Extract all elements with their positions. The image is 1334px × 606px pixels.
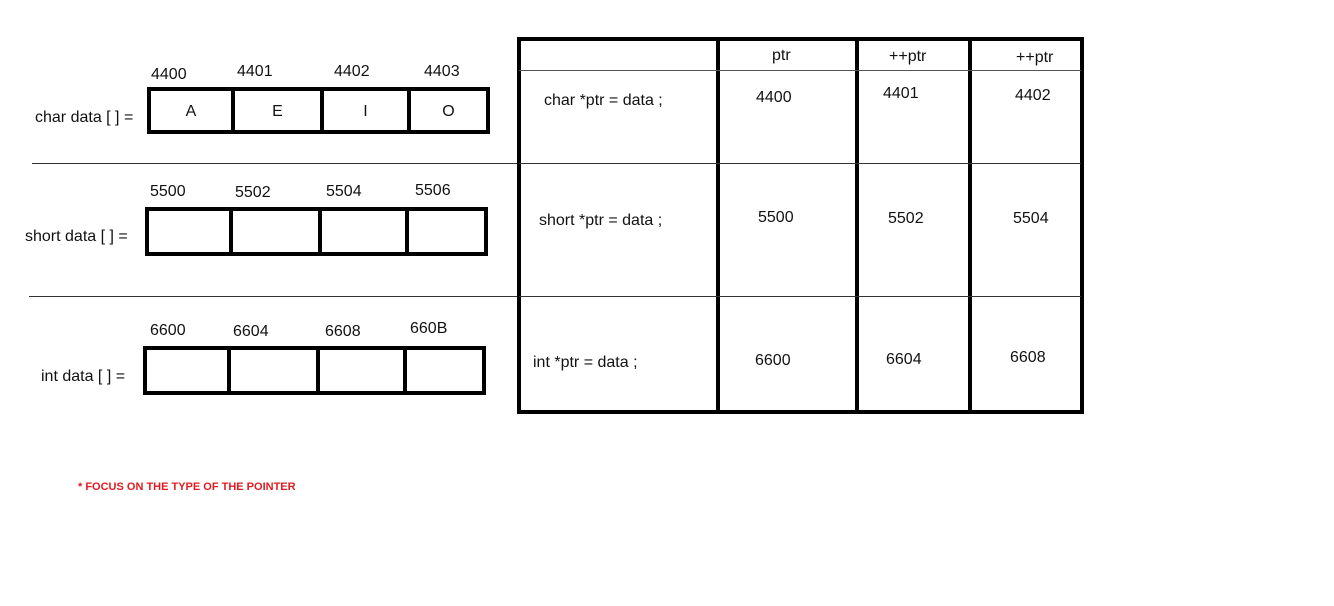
table-row-divider [519,163,1081,164]
array-cell: O [442,103,455,120]
array-cell: I [324,91,411,130]
array-cell: E [235,91,324,130]
address-label: 4401 [237,63,273,80]
table-column-divider [855,37,859,414]
row-divider [29,296,520,297]
char-array-cells: A E I O [147,87,490,134]
char-array-label: char data [ ] = [35,109,134,126]
pointer-value: 6600 [755,352,791,369]
pointer-value: 5504 [1013,210,1049,227]
pointer-value: 5502 [888,210,924,227]
table-header-increment: ++ptr [1016,49,1054,66]
pointer-declaration: short *ptr = data ; [539,212,663,229]
pointer-value: 4400 [756,89,792,106]
array-cell [407,350,482,391]
table-header-increment: ++ptr [889,48,927,65]
array-cell [147,350,231,391]
focus-note: * FOCUS ON THE TYPE OF THE POINTER [78,481,296,493]
int-array-cells [143,346,486,395]
array-cell [322,211,409,252]
pointer-value: 6608 [1010,349,1046,366]
table-row-divider [519,296,1081,297]
table-column-divider [716,37,720,414]
pointer-value: 4401 [883,85,919,102]
table-column-divider [968,37,972,414]
short-array-label: short data [ ] = [25,228,128,245]
address-label: 4402 [334,63,370,80]
address-label: 660B [410,320,448,337]
table-header-ptr: ptr [772,47,791,64]
address-label: 5504 [326,183,362,200]
short-array-cells [145,207,488,256]
address-label: 4403 [424,63,460,80]
array-cell [320,350,407,391]
pointer-value: 5500 [758,209,794,226]
pointer-declaration: int *ptr = data ; [533,354,638,371]
row-divider [32,163,520,164]
array-cell: A [151,91,235,130]
array-cell [149,211,233,252]
int-array-label: int data [ ] = [41,368,126,385]
table-header-divider [519,70,1081,71]
array-cell [233,211,322,252]
pointer-declaration: char *ptr = data ; [544,92,663,109]
address-label: 5506 [415,182,451,199]
address-label: 6604 [233,323,269,340]
array-cell [231,350,320,391]
address-label: 6608 [325,323,361,340]
address-label: 6600 [150,322,186,339]
address-label: 5502 [235,184,271,201]
pointer-table [517,37,1084,414]
address-label: 4400 [151,66,187,83]
address-label: 5500 [150,183,186,200]
array-cell [409,211,484,252]
pointer-value: 6604 [886,351,922,368]
pointer-value: 4402 [1015,87,1051,104]
